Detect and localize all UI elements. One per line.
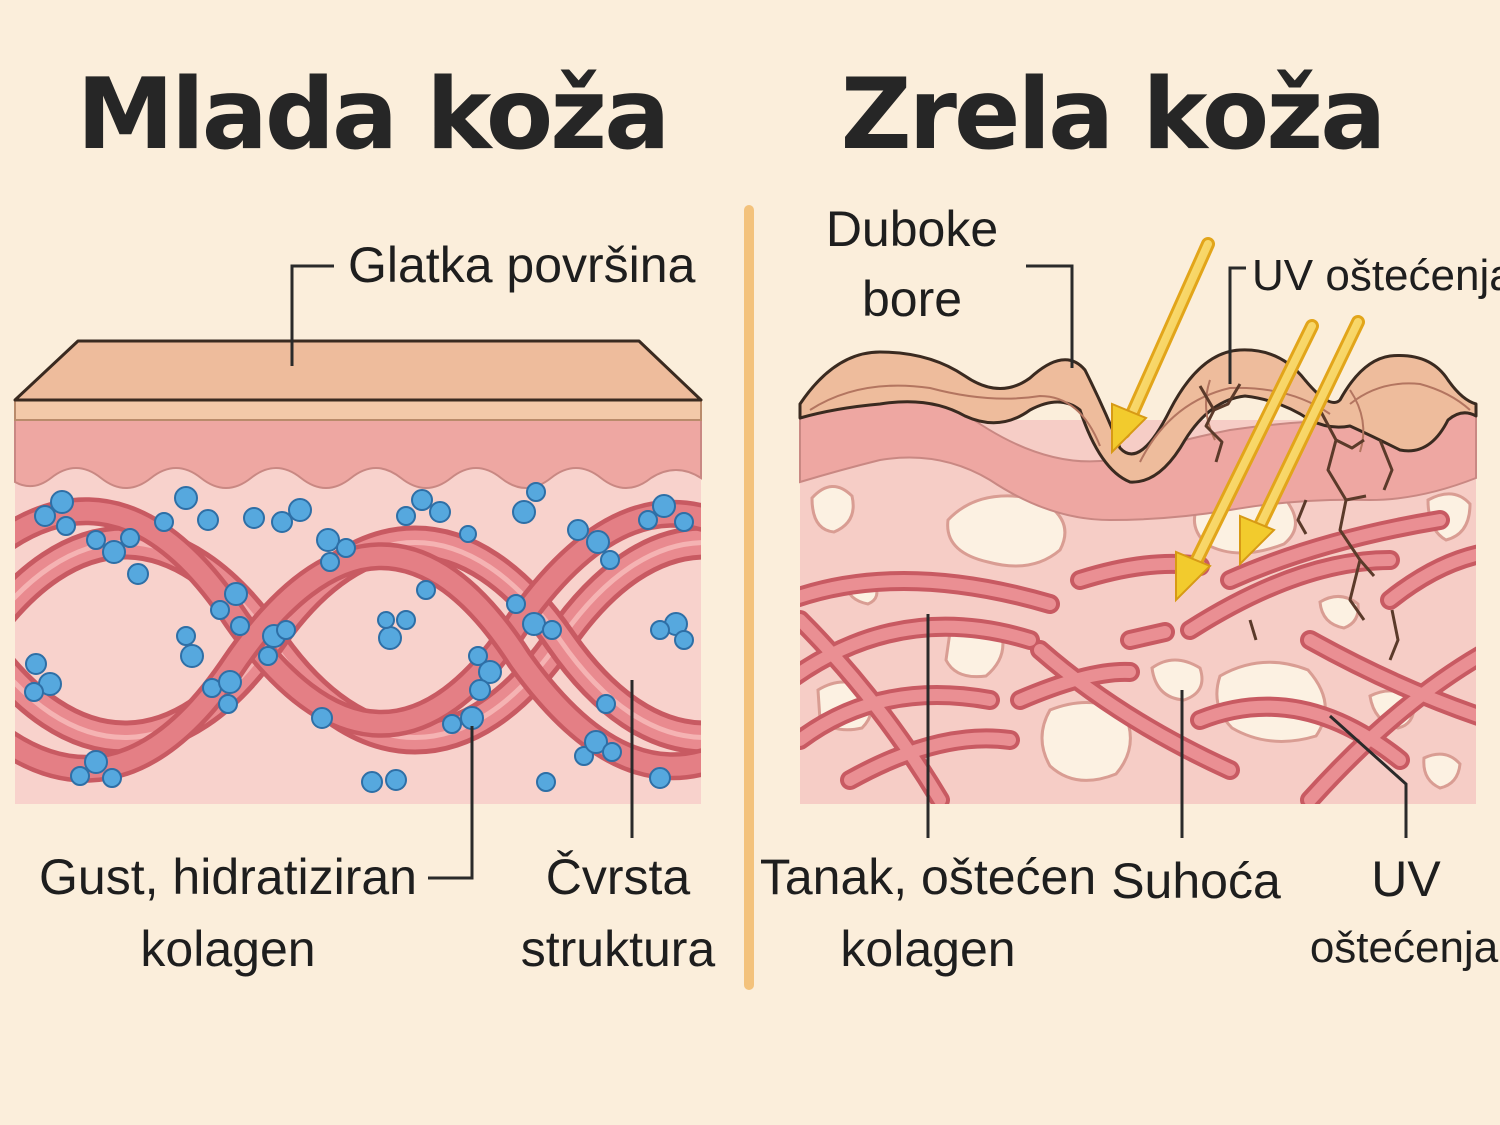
label-thin-collagen-line1: Tanak, oštećen (760, 849, 1096, 905)
young-water-molecules (24, 482, 694, 793)
mature-skin-illustration (798, 237, 1478, 804)
label-dense-collagen-line2: kolagen (140, 921, 315, 977)
left-panel-title: Mlada koža (77, 58, 668, 172)
leader-uv-top (1228, 266, 1246, 384)
mature-skin-cracks (1198, 383, 1400, 661)
label-uv-damage-bottom-line1: UV (1371, 851, 1441, 907)
label-uv-damage-bottom-line2: oštećenja (1310, 923, 1499, 972)
young-papillary-layer (14, 399, 702, 489)
young-smooth-surface (13, 339, 703, 402)
young-skin-illustration (13, 339, 703, 804)
label-dense-collagen-line1: Gust, hidratiziran (39, 849, 417, 905)
label-smooth-surface: Glatka površina (348, 237, 696, 293)
label-firm-structure-line2: struktura (521, 921, 716, 977)
label-deep-wrinkles-line1: Duboke (826, 201, 998, 257)
leader-gust-kolagen (428, 726, 474, 880)
mature-fold-lines (809, 379, 1471, 463)
uv-ray-arrows (1111, 237, 1365, 603)
young-epidermis-band (14, 399, 702, 421)
label-firm-structure-line1: Čvrsta (546, 849, 691, 905)
leader-uv-bottom (1328, 714, 1408, 838)
label-dryness: Suhoća (1111, 853, 1281, 909)
label-deep-wrinkles-line2: bore (862, 271, 962, 327)
mature-wrinkled-surface (798, 348, 1478, 484)
label-thin-collagen-line2: kolagen (840, 921, 1015, 977)
right-panel-title: Zrela koža (841, 58, 1384, 172)
label-uv-damage-top: UV oštećenja (1252, 251, 1500, 300)
leader-glatka-povrsina (290, 264, 334, 366)
leader-duboke-bore (1026, 264, 1074, 368)
